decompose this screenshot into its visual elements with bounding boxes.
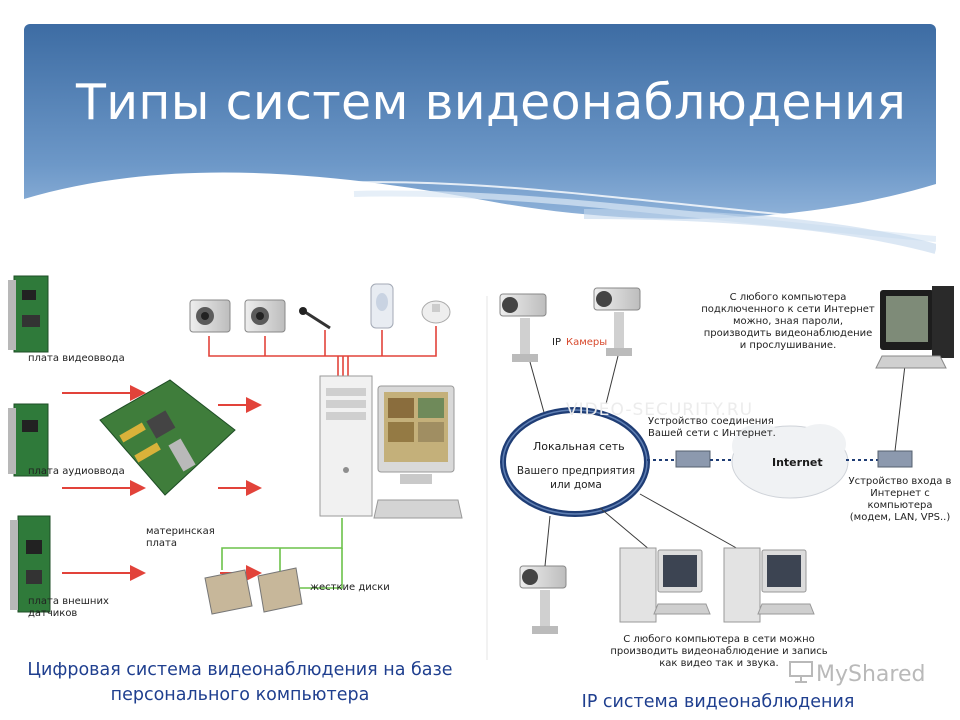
sensor-board bbox=[10, 515, 51, 613]
label-local-network: Локальная сеть bbox=[533, 440, 625, 453]
audio-capture-board bbox=[8, 403, 49, 477]
microphone bbox=[299, 307, 331, 330]
video-capture-board bbox=[8, 275, 49, 353]
hard-disk-2 bbox=[257, 567, 303, 613]
remote-workstation bbox=[875, 286, 954, 369]
ip-camera-3 bbox=[519, 565, 567, 634]
caption-ip-system: IP система видеонаблюдения bbox=[581, 692, 855, 712]
access-device bbox=[877, 450, 913, 468]
label-local-network-sub: Вашего предприятия или дома bbox=[516, 465, 636, 491]
label-cameras: Камеры bbox=[566, 337, 608, 348]
label-remote-access: С любого компьютера подключенного к сети… bbox=[701, 292, 875, 351]
pc-tower bbox=[319, 375, 373, 517]
local-computer-2 bbox=[723, 547, 815, 623]
title-banner bbox=[24, 24, 936, 259]
motherboard bbox=[99, 379, 236, 496]
label-internet: Internet bbox=[772, 456, 823, 469]
label-hard-disks: жесткие диски bbox=[310, 582, 390, 593]
motion-sensor bbox=[370, 283, 394, 329]
analog-camera-1 bbox=[189, 299, 231, 333]
label-ip: IP bbox=[552, 337, 561, 348]
label-local-access: С любого компьютера в сети можно произво… bbox=[610, 634, 828, 669]
internet-cloud bbox=[731, 424, 849, 499]
ip-camera-1 bbox=[499, 293, 547, 362]
slide-title: Типы систем видеонаблюдения bbox=[76, 74, 907, 131]
hard-disk-1 bbox=[204, 569, 253, 615]
analog-camera-2 bbox=[244, 299, 286, 333]
keyboard bbox=[373, 499, 463, 519]
myshared-watermark: MyShared bbox=[788, 660, 925, 687]
label-video-board: плата видеоввода bbox=[28, 353, 125, 364]
background-watermark: VIDEO-SECURITY.RU bbox=[566, 400, 754, 420]
network-switch bbox=[675, 450, 711, 468]
smoke-detector bbox=[421, 300, 451, 324]
label-sensor-board: плата внешних датчиков bbox=[28, 596, 109, 619]
local-computer-1 bbox=[619, 547, 711, 623]
ip-camera-2 bbox=[593, 287, 641, 356]
label-motherboard: материнская плата bbox=[146, 526, 215, 549]
label-audio-board: плата аудиоввода bbox=[28, 466, 125, 477]
monitor bbox=[377, 385, 455, 484]
label-connection-device: Устройство соединения Вашей сети с Интер… bbox=[648, 416, 776, 439]
watermark-text: MyShared bbox=[816, 662, 926, 687]
caption-pc-based-system: Цифровая система видеонаблюдения на базе… bbox=[27, 660, 453, 705]
label-access-device: Устройство входа в Интернет с компьютера… bbox=[848, 476, 952, 523]
presentation-icon bbox=[789, 661, 813, 683]
